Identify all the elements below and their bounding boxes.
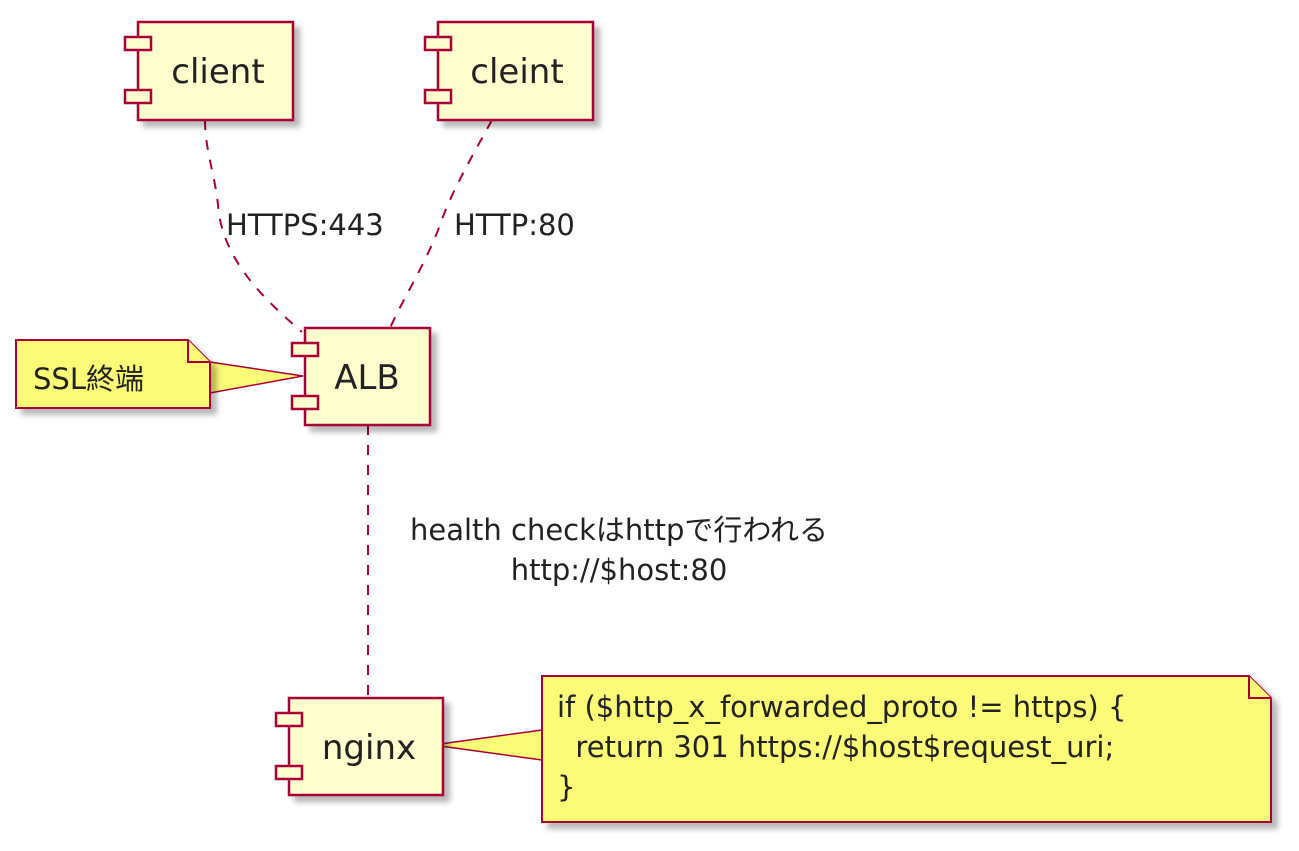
note-nginx-line-1: if ($http_x_forwarded_proto != https) { xyxy=(557,690,1126,724)
edge-label-health-check: health checkはhttpで行われる xyxy=(410,513,828,547)
component-client[interactable]: client xyxy=(123,20,295,122)
component-nginx[interactable]: nginx xyxy=(274,696,445,797)
component-port-icon xyxy=(423,88,453,105)
note-fold-icon xyxy=(187,340,210,363)
edge-label-health-url: http://$host:80 xyxy=(511,553,728,587)
component-cleint[interactable]: cleint xyxy=(423,20,595,122)
edges xyxy=(204,119,543,761)
note-fold-icon xyxy=(1248,676,1271,699)
component-port-icon xyxy=(274,764,304,781)
component-client-label: client xyxy=(171,52,264,92)
component-port-icon xyxy=(123,88,153,105)
component-alb[interactable]: ALB xyxy=(290,326,432,427)
component-nginx-label: nginx xyxy=(322,728,416,768)
note-nginx-redirect: if ($http_x_forwarded_proto != https) { … xyxy=(541,675,1272,823)
component-alb-label: ALB xyxy=(334,358,400,398)
component-port-icon xyxy=(274,711,304,728)
edge-client-alb xyxy=(204,119,303,333)
component-port-icon xyxy=(123,35,153,52)
note-ssl-termination: SSL終端 xyxy=(15,339,211,409)
note-ssl-label: SSL終端 xyxy=(33,362,144,396)
component-port-icon xyxy=(290,341,320,358)
connector-nginx-note xyxy=(432,729,543,761)
component-port-icon xyxy=(290,394,320,411)
note-nginx-line-2: return 301 https://$host$request_uri; xyxy=(557,730,1114,764)
component-port-icon xyxy=(423,35,453,52)
connector-alb-note xyxy=(209,361,304,394)
edge-label-https: HTTPS:443 xyxy=(226,208,384,242)
note-nginx-line-3: } xyxy=(557,770,575,804)
component-cleint-label: cleint xyxy=(470,52,563,92)
edge-label-http: HTTP:80 xyxy=(454,208,575,242)
